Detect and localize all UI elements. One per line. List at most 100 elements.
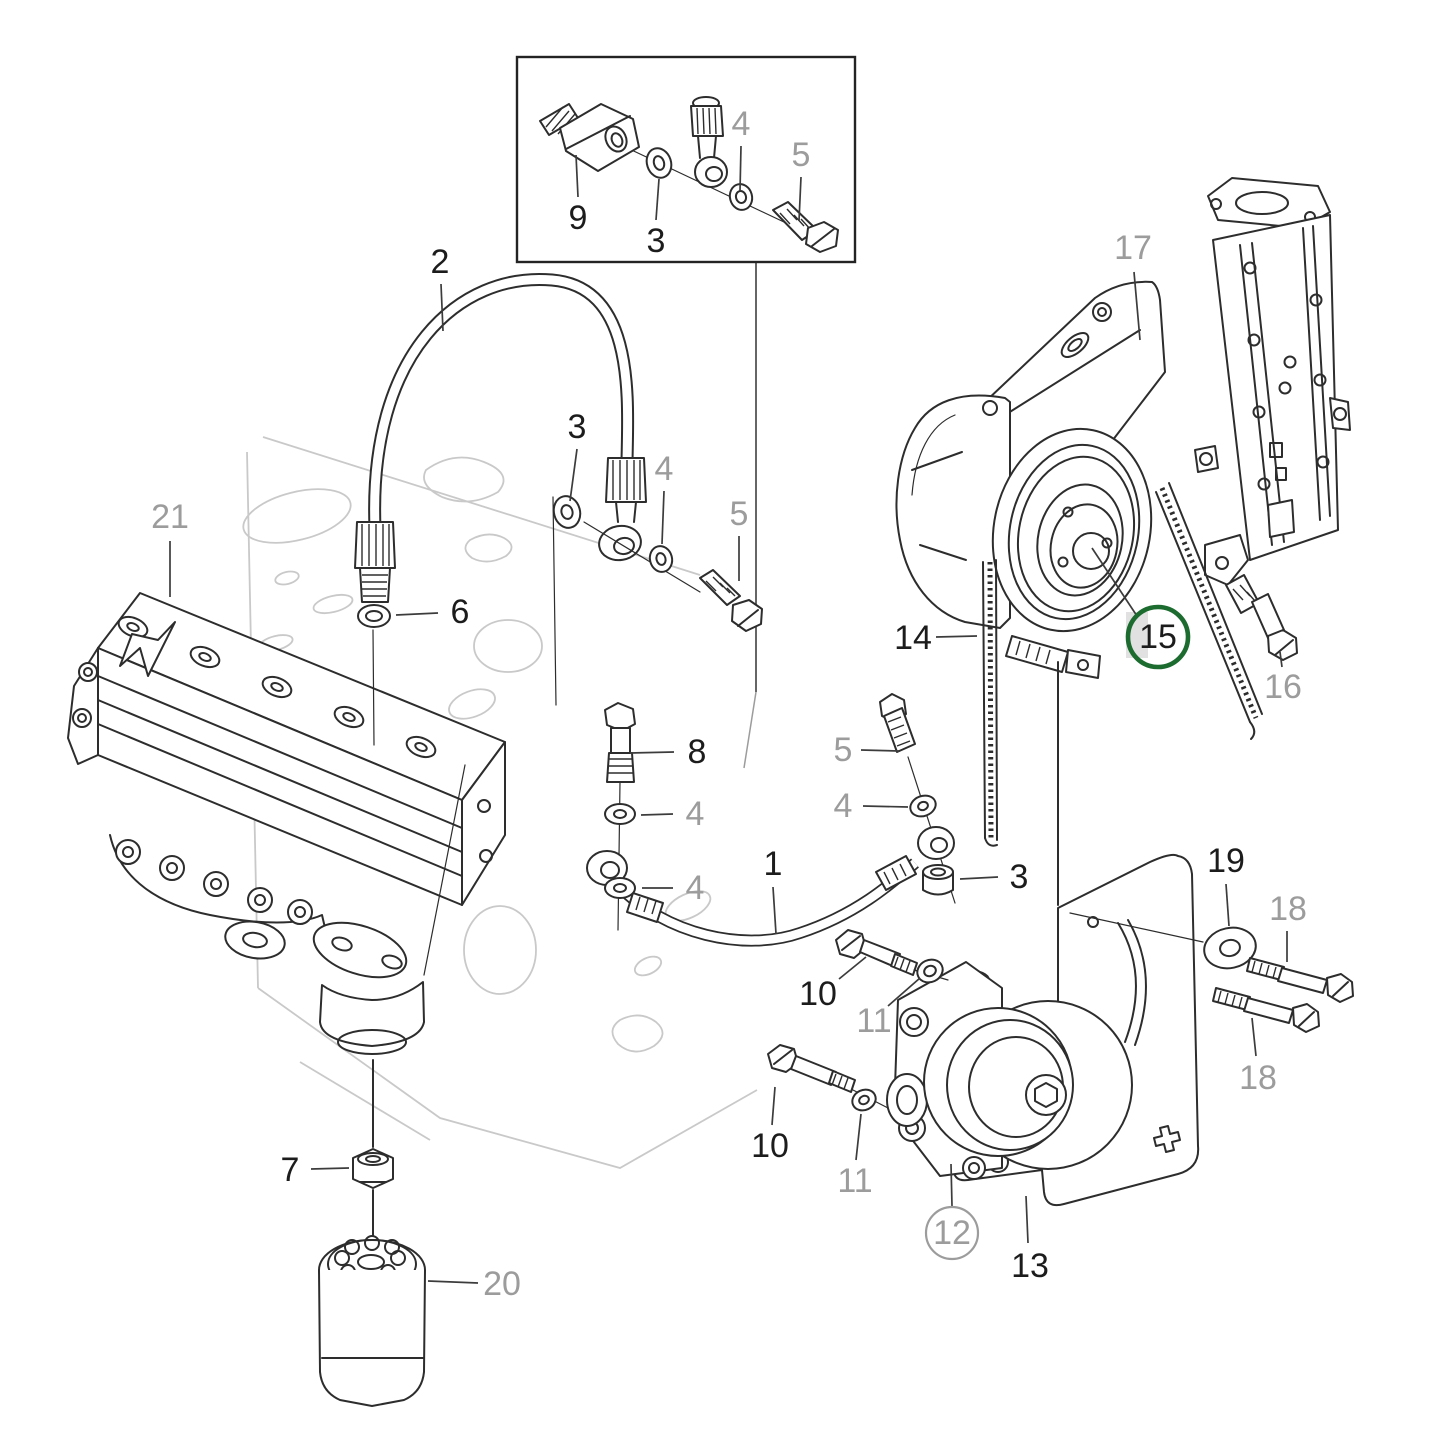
orientation-arrow: [119, 621, 176, 677]
callout-5[interactable]: 5: [792, 136, 811, 222]
callout-2[interactable]: 2: [431, 243, 450, 332]
leader-line-4: [739, 145, 742, 192]
part-number-9: 9: [569, 199, 588, 237]
part-number-14: 14: [894, 619, 932, 657]
callout-13[interactable]: 13: [1011, 1195, 1049, 1285]
part-number-2: 2: [431, 243, 450, 281]
pulley-15: [991, 427, 1153, 633]
oil-cooler-21: [67, 592, 506, 1055]
washer-4-inset: [728, 183, 754, 211]
part-number-4: 4: [686, 795, 705, 833]
part-number-20: 20: [483, 1265, 521, 1303]
banjo-bolt-5-pump: [879, 693, 916, 753]
leader-line-14: [935, 635, 978, 638]
nut-7: [352, 1148, 394, 1189]
callout-12-circled[interactable]: 12: [924, 1163, 980, 1261]
banjo-bolt-8: [604, 702, 636, 783]
callout-7[interactable]: 7: [281, 1151, 350, 1189]
washer-11-lower: [851, 1088, 877, 1112]
callout-15-circled[interactable]: 15: [1091, 547, 1191, 670]
part-number-18: 18: [1239, 1059, 1277, 1097]
drive-belt-14: [982, 482, 1263, 847]
banjo-elbow-inset: [690, 96, 728, 188]
leader-line-10: [838, 956, 867, 980]
part-number-17: 17: [1114, 229, 1152, 267]
callout-19[interactable]: 19: [1207, 842, 1245, 927]
callout-5[interactable]: 5: [730, 495, 749, 581]
callout-4[interactable]: 4: [834, 787, 909, 825]
part-number-5: 5: [834, 731, 853, 769]
part-number-21: 21: [151, 498, 189, 536]
callout-11[interactable]: 11: [856, 977, 921, 1040]
washer-3-inset: [645, 147, 673, 179]
part-number-11: 11: [856, 1002, 891, 1040]
leader-line-2: [440, 283, 444, 332]
leader-line-7: [310, 1167, 350, 1170]
hose-2-assembly: [354, 272, 763, 706]
part-number-4: 4: [655, 450, 674, 488]
callout-14[interactable]: 14: [894, 619, 978, 657]
washer-4-upper: [604, 803, 636, 825]
cooler-left-flange: [67, 647, 99, 765]
callout-10[interactable]: 10: [799, 956, 867, 1013]
oil-filter-20: [318, 1235, 426, 1407]
callout-8[interactable]: 8: [629, 733, 706, 771]
callout-4[interactable]: 4: [732, 105, 751, 192]
callout-3[interactable]: 3: [647, 178, 666, 260]
callout-17[interactable]: 17: [1114, 229, 1152, 341]
leader-line-11: [855, 1113, 862, 1161]
part-number-11: 11: [837, 1162, 872, 1200]
leader-line-13: [1025, 1195, 1029, 1244]
leader-line-4: [661, 490, 665, 545]
callout-18[interactable]: 18: [1269, 890, 1307, 962]
leader-line-3: [569, 448, 578, 502]
part-number-5: 5: [730, 495, 749, 533]
hose-1-assembly: [586, 693, 956, 947]
part-number-18: 18: [1269, 890, 1307, 928]
callout-16[interactable]: 16: [1264, 651, 1302, 706]
callout-1[interactable]: 1: [764, 845, 783, 935]
cross-hole: [1153, 1125, 1181, 1153]
leader-line-3: [655, 178, 660, 221]
part-number-3: 3: [1010, 858, 1029, 896]
detail-inset-box: [515, 55, 857, 264]
belt-tensioner: [1005, 635, 1101, 679]
reference-circle-12: [924, 1205, 980, 1261]
callout-4[interactable]: 4: [655, 450, 674, 545]
part-number-3: 3: [568, 408, 587, 446]
callout-4[interactable]: 4: [640, 795, 705, 833]
leader-line-18: [1251, 1017, 1257, 1057]
callout-3[interactable]: 3: [959, 858, 1029, 896]
callout-3[interactable]: 3: [568, 408, 587, 502]
bolt-16: [1225, 574, 1298, 661]
callout-4[interactable]: 4: [642, 869, 704, 907]
part-number-10: 10: [799, 975, 837, 1013]
water-pump-pulley: [895, 394, 1153, 679]
part-number-15: 15: [1139, 618, 1177, 656]
callout-5[interactable]: 5: [834, 731, 900, 769]
callout-11[interactable]: 11: [837, 1113, 873, 1200]
hose2-left-fitting: [354, 521, 396, 603]
washer-4-pump: [909, 794, 937, 818]
callout-10[interactable]: 10: [751, 1086, 789, 1165]
callout-21[interactable]: 21: [151, 498, 189, 597]
power-steering-pump-12: [886, 961, 1133, 1180]
part-number-1: 1: [764, 845, 783, 883]
cooler-bottom-housing: [109, 834, 333, 960]
leader-line-16: [1279, 651, 1283, 668]
callout-20[interactable]: 20: [427, 1265, 521, 1303]
fasteners: [767, 912, 1354, 1112]
part-number-10: 10: [751, 1127, 789, 1165]
part-number-12: 12: [933, 1214, 971, 1252]
leader-line-17: [1133, 271, 1141, 341]
hose1-left-banjo: [586, 850, 664, 923]
washer-4-lower: [604, 877, 636, 899]
cooler-bolt-bosses: [117, 615, 437, 759]
highlight-circle-15: [1125, 604, 1191, 670]
callout-18[interactable]: 18: [1239, 1017, 1277, 1097]
part-number-19: 19: [1207, 842, 1245, 880]
callout-9[interactable]: 9: [569, 154, 588, 237]
part-number-7: 7: [281, 1151, 300, 1189]
callout-6[interactable]: 6: [395, 593, 469, 631]
leader-line-5: [860, 749, 900, 752]
